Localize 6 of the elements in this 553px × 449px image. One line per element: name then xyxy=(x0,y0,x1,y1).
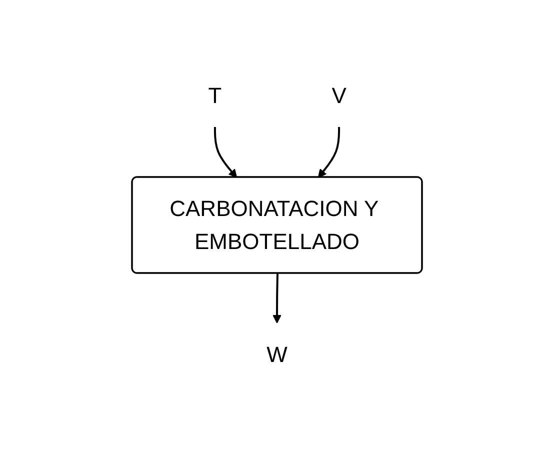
node-text: W xyxy=(266,342,287,366)
arrow xyxy=(213,126,237,178)
arrow xyxy=(317,126,340,178)
arrow xyxy=(272,272,281,323)
node-text: V xyxy=(331,82,346,108)
node-text: T xyxy=(208,82,222,108)
